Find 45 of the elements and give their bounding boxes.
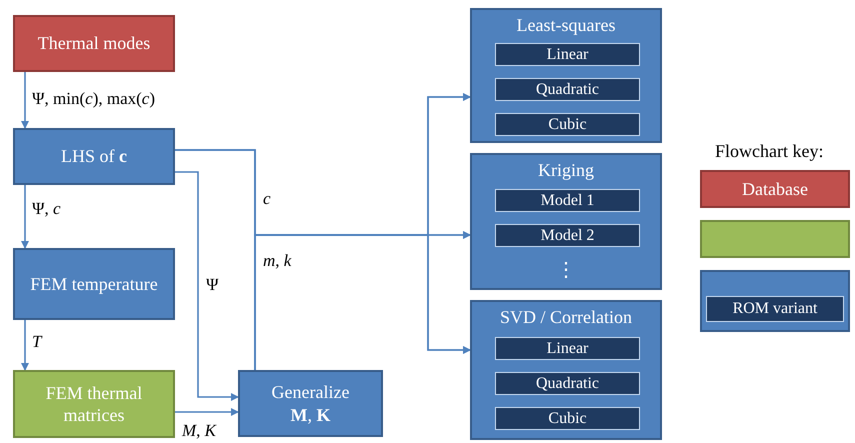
process-box xyxy=(13,248,175,320)
box-label: FEM thermal matrices xyxy=(44,382,144,426)
group-box xyxy=(700,270,850,332)
group-title: Kriging xyxy=(537,159,595,182)
arrow xyxy=(175,171,239,401)
box-label: Thermal modes xyxy=(36,32,152,55)
group-title: SVD / Correlation xyxy=(499,306,633,328)
variant-box xyxy=(495,407,640,430)
group-title: Least-squares xyxy=(516,14,616,36)
box-label: Linear xyxy=(546,44,590,64)
arrow xyxy=(175,408,239,416)
box-label: Quadratic xyxy=(534,374,600,394)
variant-box xyxy=(495,113,640,136)
box-label: Cubic xyxy=(547,408,588,428)
process-box xyxy=(13,370,175,438)
process-box xyxy=(13,15,175,72)
variant-box xyxy=(495,78,640,101)
process-box xyxy=(13,128,175,185)
box-label: Model 2 xyxy=(540,226,596,246)
box-label: Model 1 xyxy=(540,190,596,210)
process-box xyxy=(700,220,850,258)
variant-box xyxy=(495,189,640,212)
variant-box xyxy=(495,224,640,247)
box-label: Generalize M, K xyxy=(270,381,350,426)
ellipsis-mark: ⋮ xyxy=(556,260,576,280)
process-box xyxy=(700,170,850,208)
box-label: Cubic xyxy=(547,114,588,134)
arrow xyxy=(21,72,29,129)
arrow xyxy=(21,185,29,249)
arrow xyxy=(21,320,29,371)
box-label: ROM variant xyxy=(732,299,818,319)
variant-box xyxy=(495,337,640,360)
box-label: Database xyxy=(741,178,809,200)
variant-box xyxy=(495,43,640,66)
variant-box xyxy=(495,372,640,395)
box-label: FEM temperature xyxy=(29,272,159,296)
variant-box xyxy=(706,296,844,322)
group-box xyxy=(470,153,662,290)
process-box xyxy=(238,370,383,437)
group-box xyxy=(470,300,662,440)
box-label: Linear xyxy=(546,338,590,358)
key-heading: Flowchart key: xyxy=(715,140,824,163)
box-label: LHS of c xyxy=(60,145,128,168)
group-box xyxy=(470,8,662,143)
box-label: Quadratic xyxy=(534,80,600,100)
